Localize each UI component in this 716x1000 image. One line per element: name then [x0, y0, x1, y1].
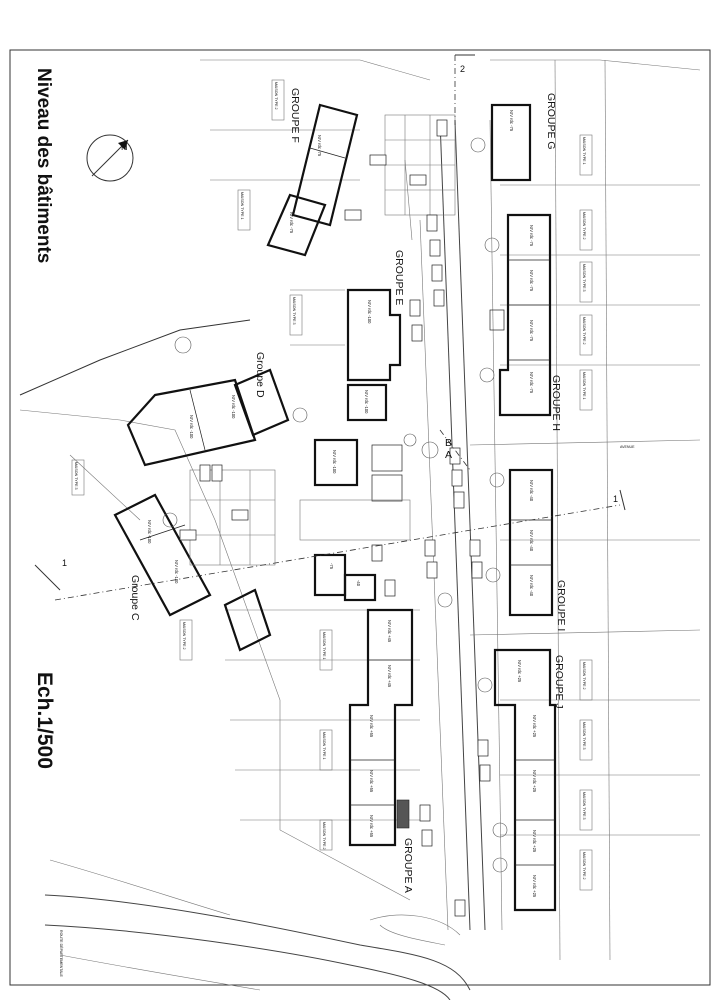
svg-text:NIV rdc -75: NIV rdc -75	[289, 212, 294, 234]
svg-text:MAISON TYPE 1: MAISON TYPE 1	[582, 372, 586, 400]
group-f-building	[266, 103, 359, 257]
svg-text:NIV rdc +55: NIV rdc +55	[369, 815, 374, 838]
svg-text:MAISON TYPE 2: MAISON TYPE 2	[582, 852, 586, 880]
svg-text:NIV rdc +25: NIV rdc +25	[532, 770, 537, 793]
section-2-label: 2	[460, 64, 465, 74]
svg-text:NIV rdc -75: NIV rdc -75	[529, 225, 534, 247]
north-label: N	[121, 142, 128, 152]
svg-text:MAISON TYPE 2: MAISON TYPE 2	[582, 212, 586, 240]
plan-frame	[9, 49, 711, 986]
svg-text:MAISON TYPE 1: MAISON TYPE 1	[322, 632, 326, 660]
svg-text:MAISON TYPE 1: MAISON TYPE 1	[240, 192, 244, 220]
section-b-label: B	[445, 437, 452, 449]
group-f-label: GROUPE F	[289, 88, 301, 143]
svg-text:MAISON TYPE 2: MAISON TYPE 2	[582, 662, 586, 690]
svg-text:NIV rdc -100: NIV rdc -100	[174, 560, 179, 584]
group-h-building	[489, 213, 552, 417]
entry-road	[44, 859, 471, 1000]
svg-text:NIV rdc -40: NIV rdc -40	[529, 530, 534, 552]
section-line-ab	[439, 429, 471, 471]
svg-text:NIV rdc -100: NIV rdc -100	[189, 415, 194, 439]
group-i-label: GROUPE I	[555, 580, 567, 631]
svg-text:NIV rdc +45: NIV rdc +45	[387, 620, 392, 643]
svg-text:MAISON TYPE 2: MAISON TYPE 2	[182, 622, 186, 650]
svg-text:NIV rdc +25: NIV rdc +25	[517, 660, 522, 683]
courtyard-middle	[189, 469, 411, 566]
courtyard-top	[384, 114, 456, 216]
svg-text:NIV rdc +55: NIV rdc +55	[369, 715, 374, 738]
svg-text:MAISON TYPE 3: MAISON TYPE 3	[74, 462, 78, 490]
svg-text:MAISON TYPE 1: MAISON TYPE 1	[322, 732, 326, 760]
svg-text:-40: -40	[356, 580, 361, 587]
section-line-1	[34, 489, 626, 601]
group-g-building	[490, 103, 532, 182]
group-e-label: GROUPE E	[393, 250, 405, 305]
section-line-2	[454, 54, 475, 125]
svg-text:NIV rdc -75: NIV rdc -75	[317, 135, 322, 157]
plot-lines-right	[500, 184, 700, 836]
section-a-label: A	[445, 449, 452, 461]
svg-text:NIV rdc -75: NIV rdc -75	[529, 270, 534, 292]
svg-text:MAISON TYPE 1: MAISON TYPE 1	[582, 137, 586, 165]
plan-title: Niveau des bâtiments	[33, 68, 54, 263]
svg-text:NIV rdc -40: NIV rdc -40	[529, 480, 534, 502]
svg-text:NIV rdc -75: NIV rdc -75	[529, 320, 534, 342]
svg-text:NIV rdc +55: NIV rdc +55	[369, 770, 374, 793]
svg-text:-75: -75	[329, 563, 334, 570]
svg-text:NIV rdc -40: NIV rdc -40	[529, 575, 534, 597]
level-labels: NIV rdc -75 NIV rdc -75 NIV rdc -75 NIV …	[147, 110, 537, 898]
svg-text:MAISON TYPE 2: MAISON TYPE 2	[274, 82, 278, 110]
group-c-label: Groupe C	[129, 575, 141, 621]
section-1-right-label: 1	[613, 494, 618, 504]
svg-text:NIV rdc +45: NIV rdc +45	[387, 665, 392, 688]
site-boundary	[19, 59, 701, 961]
group-a-building	[343, 573, 414, 847]
svg-text:NIV rdc -100: NIV rdc -100	[231, 395, 236, 419]
svg-text:NIV rdc -100: NIV rdc -100	[332, 450, 337, 474]
north-arrow: N	[86, 134, 134, 182]
svg-text:NIV rdc -100: NIV rdc -100	[367, 300, 372, 324]
svg-text:NIV rdc -75: NIV rdc -75	[509, 110, 514, 132]
svg-text:MAISON TYPE 3: MAISON TYPE 3	[582, 722, 586, 750]
svg-text:NIV rdc +25: NIV rdc +25	[532, 715, 537, 738]
parking-cars	[179, 119, 491, 917]
svg-text:NIV rdc +25: NIV rdc +25	[532, 875, 537, 898]
group-e-building	[313, 288, 403, 597]
group-j-building	[493, 648, 557, 912]
svg-text:NIV rdc +25: NIV rdc +25	[532, 830, 537, 853]
svg-text:MAISON TYPE 3: MAISON TYPE 3	[582, 792, 586, 820]
group-a-label: GROUPE A	[402, 838, 414, 893]
group-d-building	[126, 368, 290, 467]
trees	[162, 137, 508, 873]
main-street	[404, 119, 503, 931]
svg-text:MAISON TYPE 2: MAISON TYPE 2	[322, 822, 326, 850]
svg-text:MAISON TYPE 3: MAISON TYPE 3	[292, 297, 296, 325]
street-label: AVENUE	[620, 445, 635, 449]
section-1-left-label: 1	[62, 558, 67, 568]
plan-scale: Ech.1/500	[33, 672, 56, 769]
road-label: ROUTE DÉPARTEMENTALE	[59, 930, 64, 978]
plot-lines-left	[69, 129, 420, 821]
svg-text:MAISON TYPE 3: MAISON TYPE 3	[582, 264, 586, 292]
svg-text:MAISON TYPE 2: MAISON TYPE 2	[582, 317, 586, 345]
group-d-label: Groupe D	[254, 352, 266, 398]
group-c-building	[113, 493, 272, 652]
svg-text:NIV rdc -100: NIV rdc -100	[364, 390, 369, 414]
group-g-label: GROUPE G	[545, 93, 557, 150]
plot-tags: MAISON TYPE 1 MAISON TYPE 2 MAISON TYPE …	[71, 79, 593, 891]
svg-text:NIV rdc -100: NIV rdc -100	[147, 520, 152, 544]
svg-text:NIV rdc -75: NIV rdc -75	[529, 372, 534, 394]
group-h-label: GROUPE H	[550, 375, 562, 431]
group-j-label: GROUPE J	[553, 655, 565, 709]
